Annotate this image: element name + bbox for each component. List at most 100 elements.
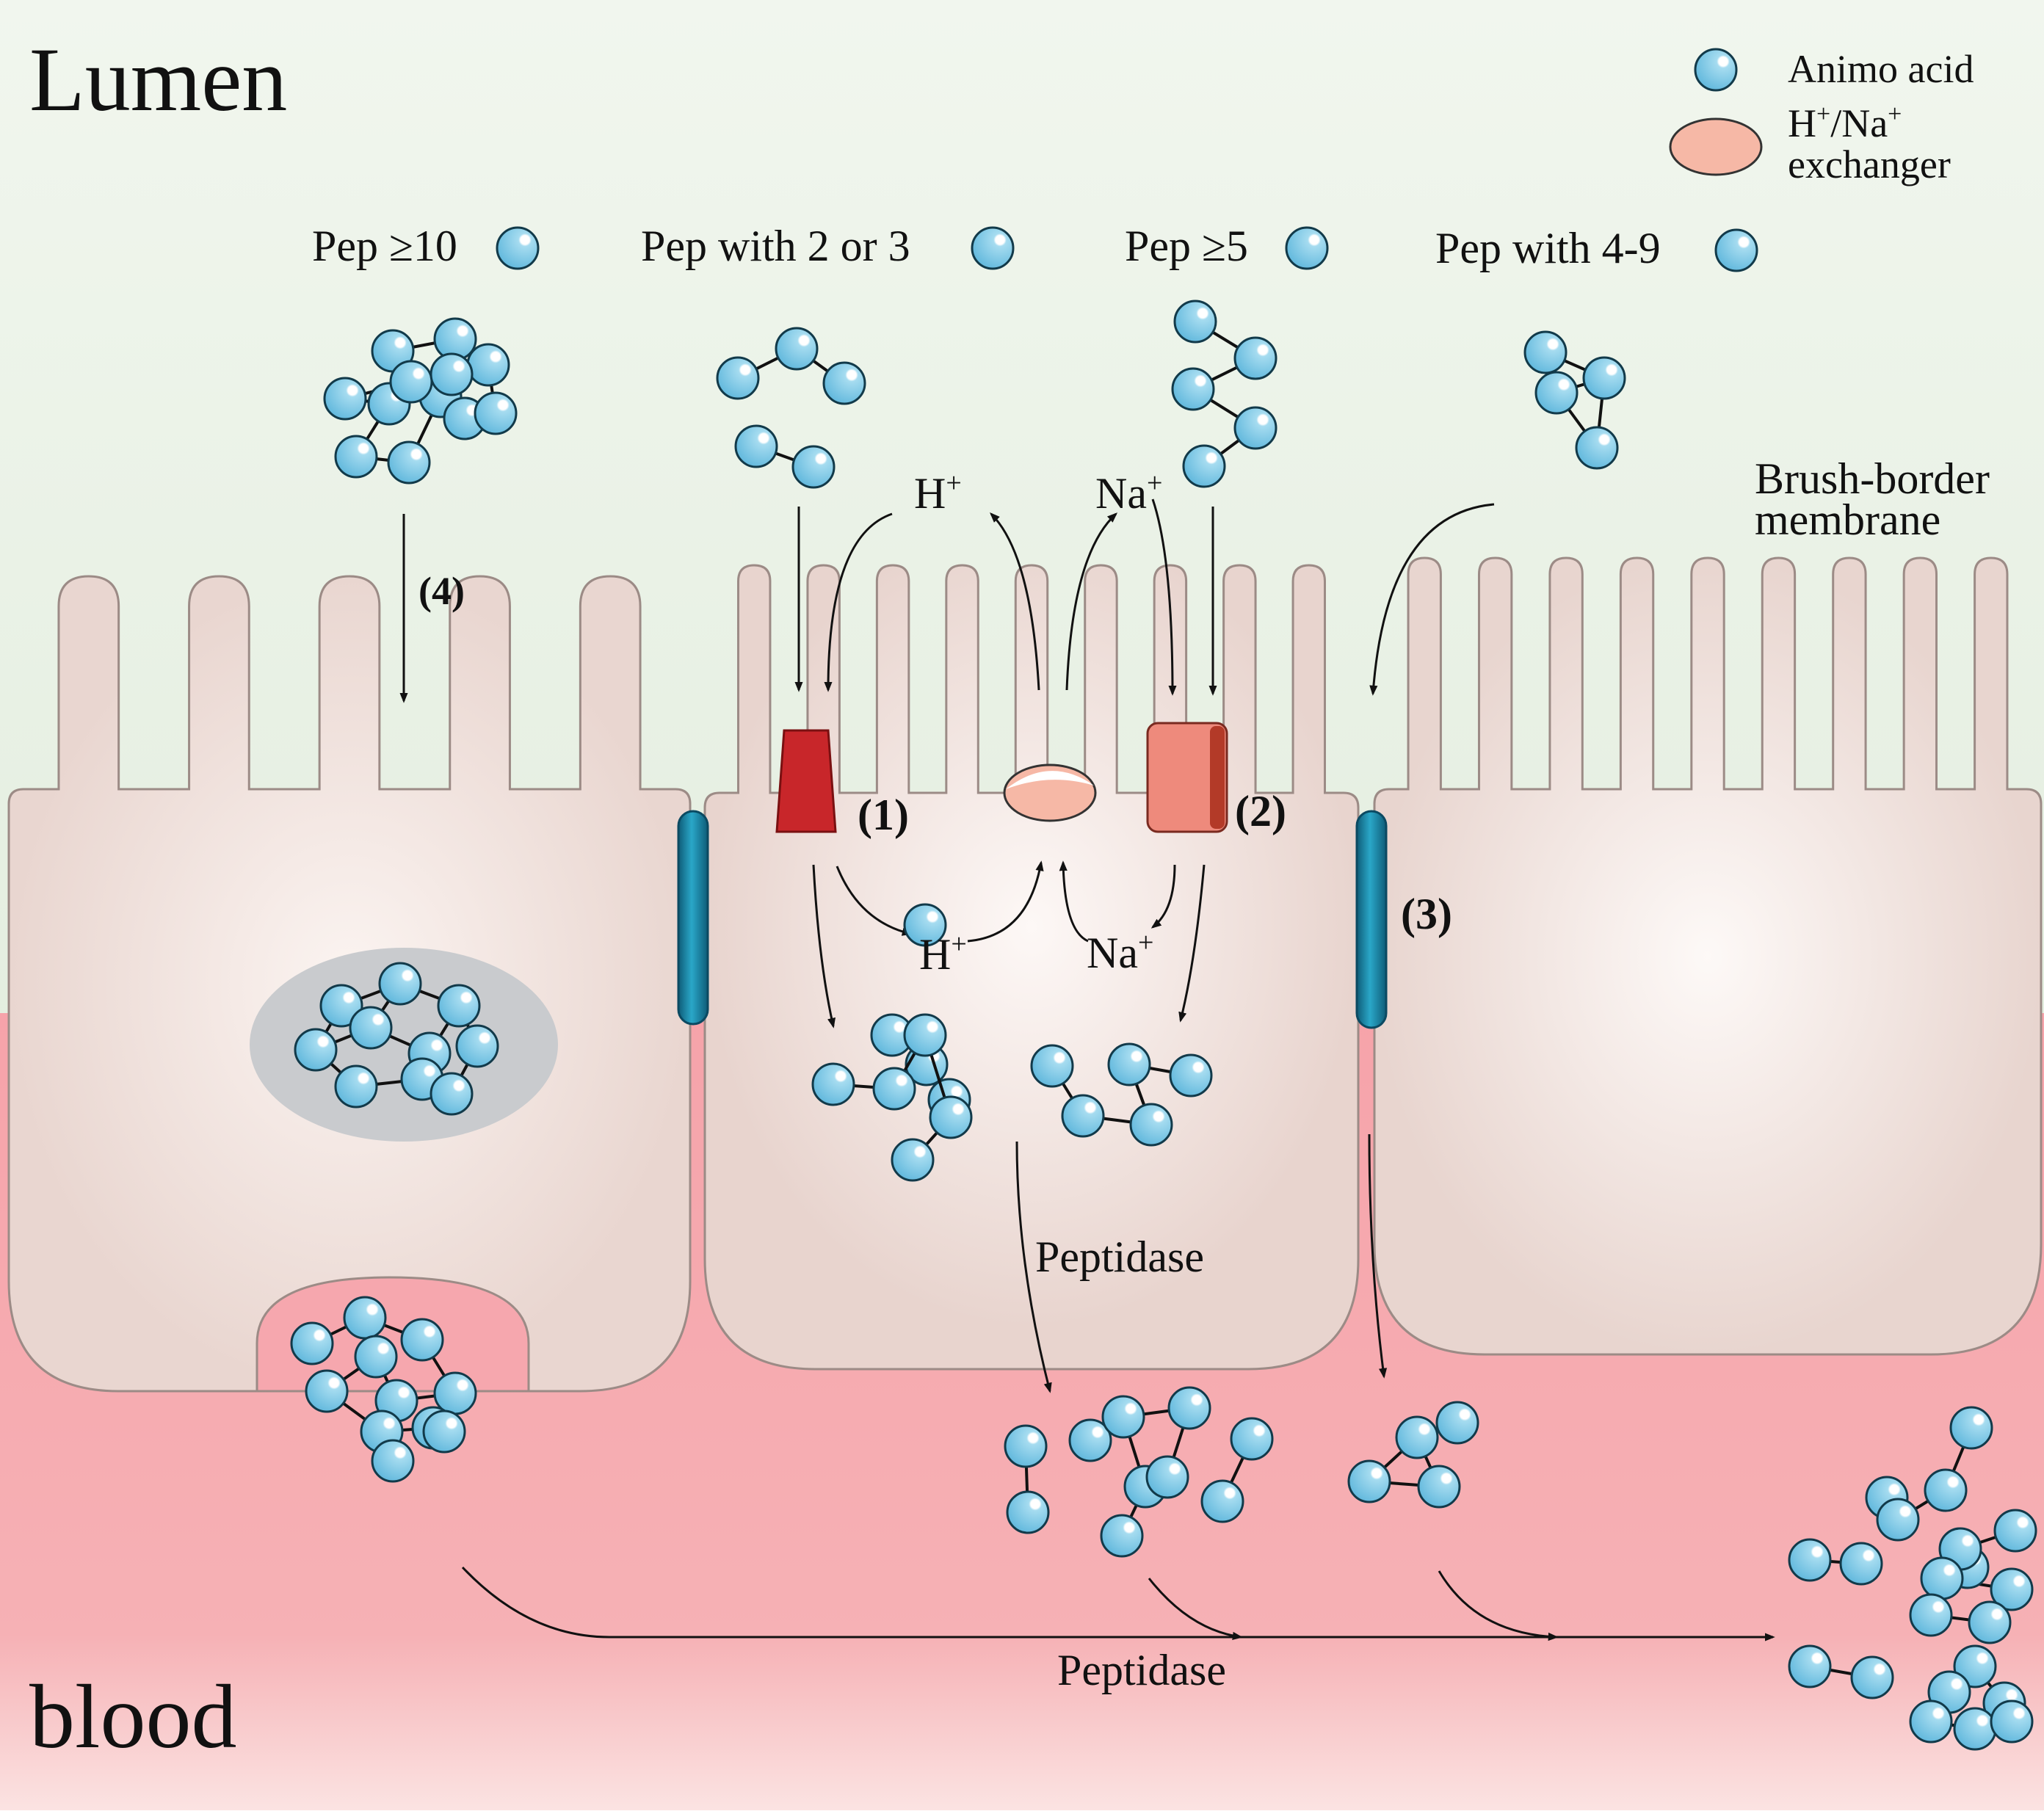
amino-acid-bead — [1582, 356, 1626, 400]
amino-acid-bead — [1920, 1556, 1964, 1600]
amino-acid-bead — [1993, 1509, 2037, 1553]
amino-acid-bead — [387, 440, 431, 485]
legend-exchanger-label-line2: exchanger — [1788, 142, 1951, 186]
route-2-label: (2) — [1235, 787, 1286, 835]
amino-acid-bead — [1182, 444, 1226, 488]
amino-acid-bead — [1068, 1418, 1112, 1462]
amino-acid-bead — [319, 984, 363, 1028]
arrow-route-3-in — [1369, 503, 1495, 696]
amino-acid-bead — [775, 327, 819, 371]
arrow-h-to-transporter-1 — [824, 512, 893, 692]
amino-acid-bead — [1575, 426, 1619, 470]
amino-acid-bead — [371, 1439, 415, 1483]
amino-acid-bead — [1876, 1498, 1920, 1542]
arrow-exchanger-h-out — [990, 512, 1040, 691]
amino-acid-bead — [1909, 1699, 1953, 1744]
amino-acid-bead — [343, 1296, 387, 1340]
pep49-cluster-lumen — [1523, 330, 1626, 470]
pep5-bead — [1285, 226, 1329, 270]
amino-acid-bead — [1534, 371, 1579, 415]
amino-acid-bead — [971, 226, 1015, 270]
amino-acid-bead — [872, 1067, 916, 1111]
cell-middle — [703, 564, 1360, 1371]
lumen-label: Lumen — [29, 29, 287, 130]
legend-amino-acid-bead — [1694, 48, 1738, 92]
arrow-na-to-transporter-2 — [1151, 498, 1177, 696]
amino-acid-bead — [378, 962, 422, 1006]
pep5-label: Pep ≥5 — [1125, 222, 1248, 270]
exchanger-protein — [1003, 763, 1097, 822]
amino-acid-bead — [1694, 48, 1738, 92]
amino-acid-bead — [791, 445, 836, 489]
amino-acid-bead — [1909, 1593, 1953, 1637]
arrow-transporter-2-to-cytosol — [1178, 864, 1206, 1023]
amino-acid-bead — [1953, 1707, 1997, 1751]
amino-acid-bead — [349, 1006, 393, 1050]
amino-acid-bead — [1953, 1644, 1997, 1688]
blood-label: blood — [29, 1666, 236, 1767]
amino-acid-bead — [1417, 1465, 1461, 1509]
amino-acid-bead — [1233, 406, 1278, 450]
na-ion-lumen: Na+ — [1095, 468, 1162, 518]
amino-acid-bead — [1949, 1406, 1993, 1450]
amino-acid-bead — [1990, 1567, 2034, 1611]
amino-acid-bead — [294, 1028, 338, 1072]
amino-acid-bead — [1523, 330, 1568, 374]
amino-acid-bead — [1788, 1538, 1832, 1582]
transporter-2 — [1146, 722, 1228, 833]
arrow-transporter-2-to-na — [1150, 864, 1176, 929]
membrane-label-line1: Brush-border — [1755, 454, 1990, 503]
tetrapeptide-blood — [1068, 1386, 1211, 1558]
amino-acid-bead — [1129, 1103, 1173, 1147]
peptidase-cell-label: Peptidase — [1035, 1233, 1204, 1281]
amino-acid-bead — [1006, 1490, 1050, 1534]
amino-acid-bead — [1714, 228, 1758, 272]
amino-acid-bead — [716, 356, 760, 400]
peptide-chain-cell-left — [811, 1013, 973, 1182]
dipeptide-blood-2 — [1200, 1417, 1274, 1523]
amino-acid-bead — [1061, 1094, 1105, 1138]
membrane-label-line2: membrane — [1755, 496, 1940, 544]
arrows — [399, 498, 1775, 1641]
pep10-cluster-lumen — [323, 317, 518, 485]
amino-acid-bead — [437, 984, 481, 1028]
tripeptide-blood — [1347, 1401, 1479, 1509]
amino-acid-bead — [1107, 1042, 1151, 1086]
amino-acid-bead — [1924, 1468, 1968, 1512]
route-1-label: (1) — [858, 791, 909, 839]
amino-acid-bead — [334, 435, 378, 479]
amino-acid-bead — [389, 360, 433, 404]
exocytosis-pocket — [256, 1276, 530, 1393]
amino-acid-bead — [305, 1369, 349, 1413]
h-ion-lumen: H+ — [914, 468, 962, 518]
pep5-cluster-lumen — [1171, 300, 1278, 488]
dipeptide-blood-1 — [1004, 1424, 1050, 1534]
amino-acid-bead — [1100, 1514, 1144, 1558]
amino-acid-bead — [400, 1318, 444, 1362]
amino-acid-bead — [1347, 1459, 1391, 1503]
amino-acid-bead — [354, 1335, 398, 1379]
cell-right — [1373, 556, 2043, 1356]
amino-acid-bead — [1395, 1415, 1439, 1459]
amino-acid-bead — [1145, 1455, 1189, 1499]
pep49-label: Pep with 4-9 — [1435, 224, 1661, 272]
amino-acid-bead — [1171, 367, 1215, 411]
legend-amino-acid-label: Animo acid — [1788, 47, 1974, 91]
route-4-label: (4) — [418, 569, 465, 613]
peptidase-blood-label: Peptidase — [1057, 1646, 1226, 1694]
amino-acid-bead — [929, 1095, 973, 1139]
amino-acid-bead — [1200, 1479, 1244, 1523]
amino-acid-bead — [1173, 300, 1217, 344]
amino-acid-bead — [1230, 1417, 1274, 1461]
peptide-molecules — [290, 48, 2037, 1751]
peptide-cluster-cell-right — [1030, 1042, 1213, 1147]
amino-acid-bead — [466, 343, 510, 387]
arrow-h-to-exchanger — [967, 860, 1044, 943]
amino-acid-bead — [811, 1062, 855, 1106]
amino-acid-bead — [1788, 1644, 1832, 1688]
amino-acid-bead — [474, 391, 518, 435]
arrow-exchanger-na-out — [1065, 512, 1118, 691]
amino-acid-bead — [1850, 1655, 1894, 1699]
